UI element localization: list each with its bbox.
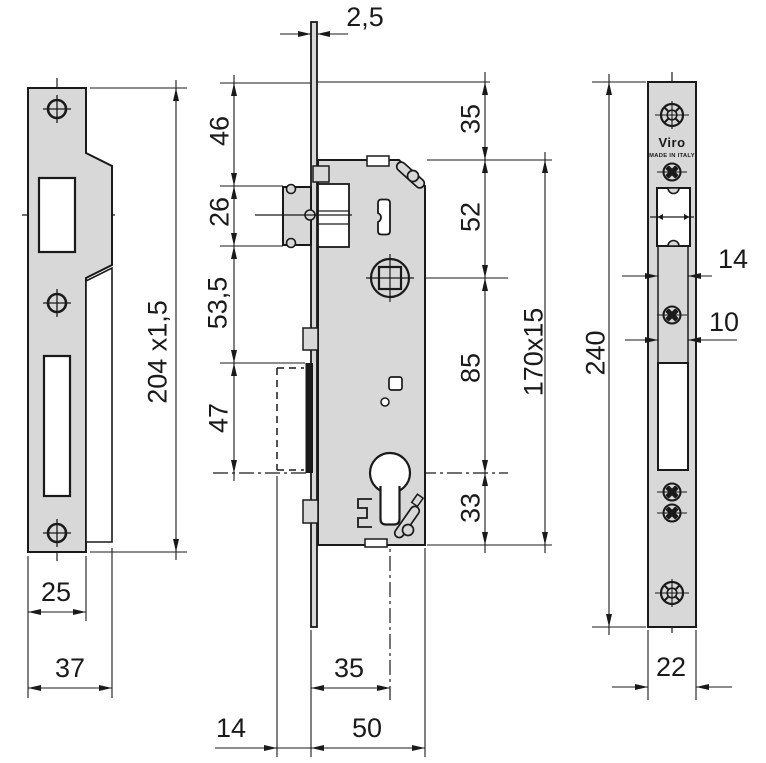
latch-notch bbox=[285, 183, 297, 195]
dim-33: 33 bbox=[455, 493, 485, 523]
adjustment-slot bbox=[377, 198, 391, 236]
latch-spring-top bbox=[395, 161, 426, 189]
dim-35-top: 35 bbox=[455, 104, 485, 134]
dim-53-5: 53,5 bbox=[202, 277, 232, 330]
dim-52: 52 bbox=[455, 202, 485, 232]
dim-47: 47 bbox=[203, 403, 233, 433]
case-top-notch bbox=[366, 155, 390, 167]
dim-depth: 50 bbox=[352, 713, 382, 743]
faceplate-reinforcement bbox=[305, 363, 313, 473]
dim-faceplate-thickness: 2,5 bbox=[346, 2, 384, 32]
small-slot bbox=[388, 376, 403, 391]
bolt-window bbox=[657, 362, 689, 471]
case-top-tab bbox=[312, 165, 330, 183]
brand-logo: Viro bbox=[658, 135, 685, 150]
spring-bracket bbox=[357, 498, 372, 528]
dimension-labels: 2,5 46 26 53,5 47 35 52 85 33 170x15 204… bbox=[41, 2, 748, 743]
latch-window-notch bbox=[667, 239, 680, 247]
dim-26: 26 bbox=[204, 197, 234, 227]
tick bbox=[684, 214, 690, 220]
lock-body-view bbox=[255, 21, 426, 628]
dim-faceplate-length: 240 bbox=[580, 330, 610, 375]
faceplate-edge bbox=[310, 21, 318, 628]
small-hole bbox=[380, 397, 390, 407]
case-bottom-notch bbox=[364, 538, 388, 548]
dim-latch-width: 14 bbox=[718, 244, 748, 274]
case-side-tab bbox=[302, 499, 319, 524]
hidden-outline bbox=[276, 367, 304, 471]
dim-faceplate-width: 22 bbox=[656, 652, 686, 682]
dim-46: 46 bbox=[204, 116, 234, 146]
combi-screw-icon bbox=[655, 579, 689, 607]
strike-latch-slot bbox=[37, 176, 77, 254]
dim-strike-width-inner: 25 bbox=[41, 577, 71, 607]
euro-cylinder-stem bbox=[379, 486, 401, 526]
latch-window-notch bbox=[667, 187, 680, 195]
strike-screw-holes bbox=[43, 95, 71, 547]
dim-bolt-width: 10 bbox=[709, 307, 739, 337]
faceplate-view: Viro MADE IN ITALY bbox=[647, 81, 697, 628]
dim-case-size: 170x15 bbox=[518, 308, 548, 397]
strike-bolt-slot bbox=[42, 354, 72, 498]
dim-offset: 14 bbox=[216, 713, 246, 743]
dim-85: 85 bbox=[455, 353, 485, 383]
strike-plate-view bbox=[27, 87, 113, 553]
extension-lines bbox=[27, 81, 697, 757]
latch-spring-bottom bbox=[393, 493, 425, 539]
case-side-tab bbox=[302, 327, 319, 351]
dimension-arrows bbox=[28, 31, 709, 751]
latch-notch bbox=[285, 237, 297, 249]
combi-screw-icon bbox=[655, 101, 689, 129]
dim-strike-length: 204 x1,5 bbox=[142, 300, 172, 404]
tick bbox=[657, 214, 663, 220]
brand-made-in: MADE IN ITALY bbox=[649, 153, 695, 159]
strike-plate-lip bbox=[85, 266, 113, 543]
dim-backset: 35 bbox=[334, 653, 364, 683]
phillips-screw-icon bbox=[657, 162, 687, 523]
dim-strike-width-outer: 37 bbox=[55, 653, 85, 683]
